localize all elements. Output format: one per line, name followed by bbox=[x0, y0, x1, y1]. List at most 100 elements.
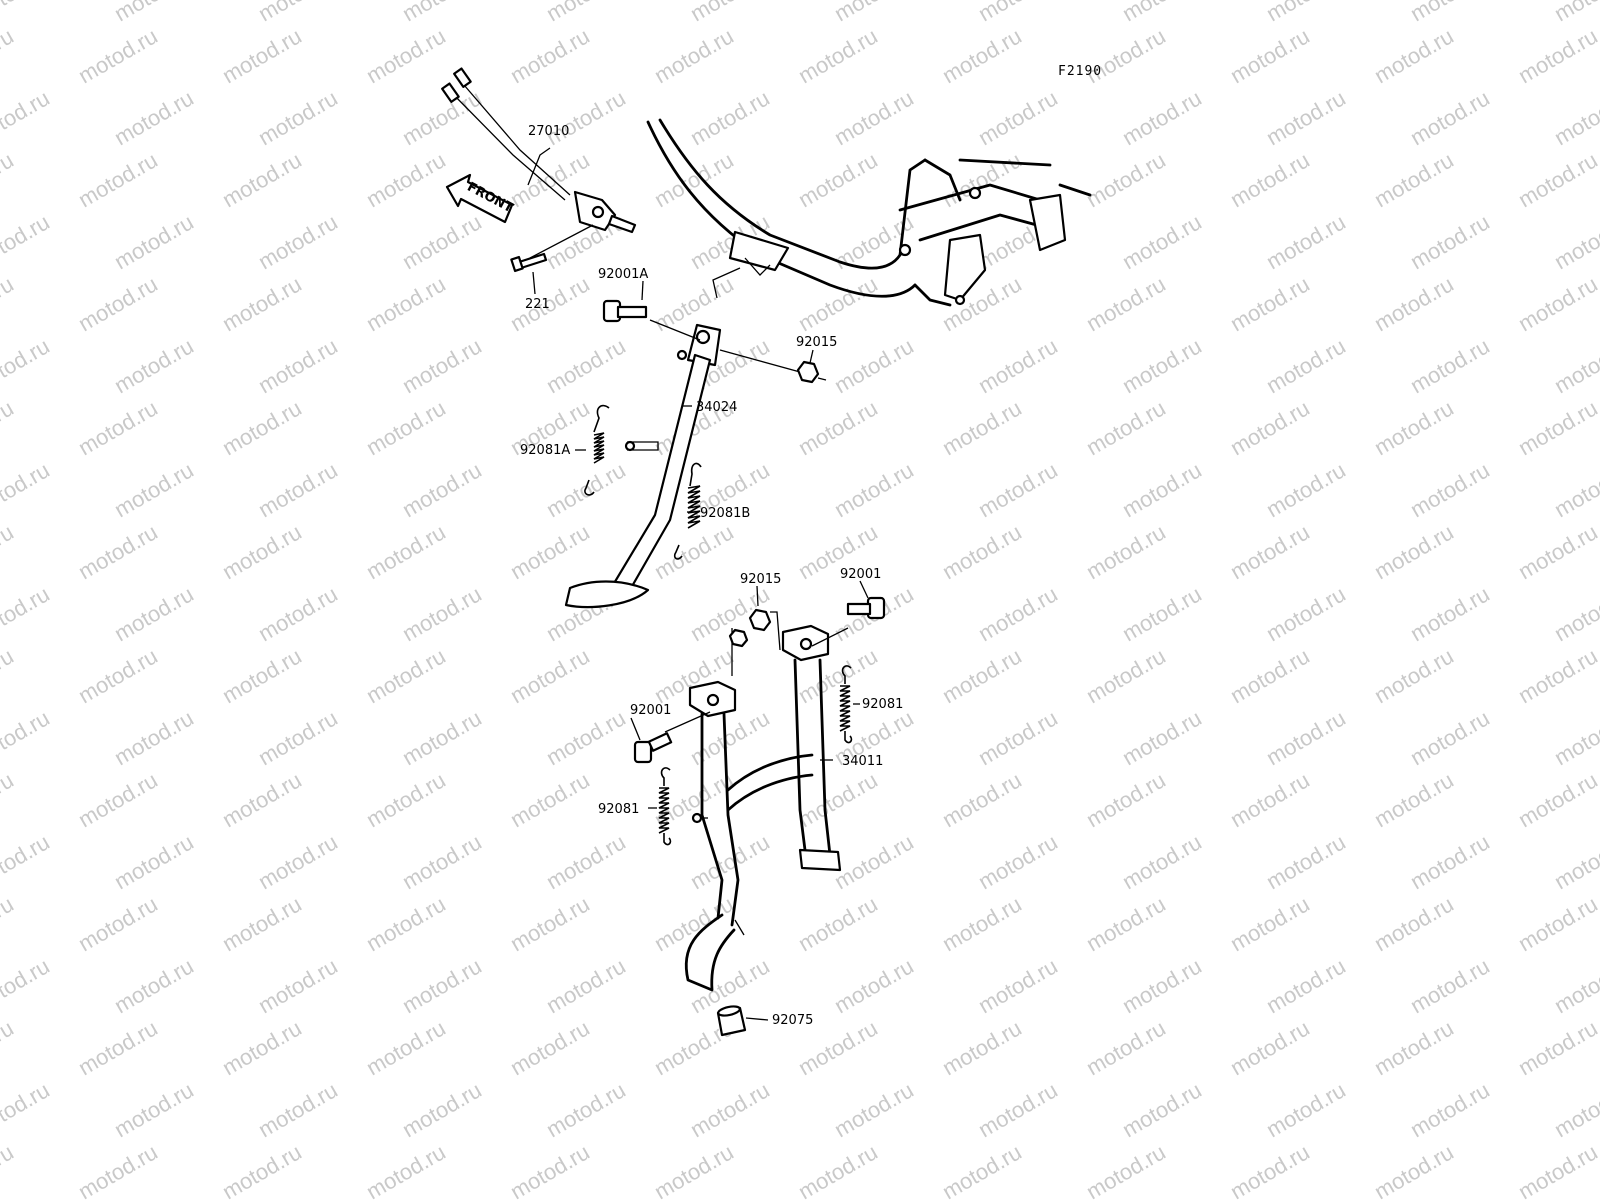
watermark-text: motod.ru bbox=[686, 829, 774, 894]
watermark-text: motod.ru bbox=[974, 1077, 1062, 1142]
label-92001-left: 92001 bbox=[630, 703, 671, 718]
watermark-text: motod.ru bbox=[0, 705, 54, 770]
watermark-text: motod.ru bbox=[218, 891, 306, 956]
watermark-text: motod.ru bbox=[1118, 0, 1206, 26]
watermark-text: motod.ru bbox=[1082, 519, 1170, 584]
watermark-text: motod.ru bbox=[974, 705, 1062, 770]
watermark-text: motod.ru bbox=[794, 395, 882, 460]
watermark-text: motod.ru bbox=[1550, 0, 1600, 26]
watermark-text: motod.ru bbox=[0, 23, 18, 88]
watermark-text: motod.ru bbox=[542, 705, 630, 770]
watermark-text: motod.ru bbox=[1514, 395, 1600, 460]
watermark-text: motod.ru bbox=[1262, 85, 1350, 150]
label-92075: 92075 bbox=[772, 1013, 813, 1028]
watermark-text: motod.ru bbox=[110, 333, 198, 398]
watermark-text: motod.ru bbox=[110, 1077, 198, 1142]
watermark-text: motod.ru bbox=[1550, 457, 1600, 522]
watermark-text: motod.ru bbox=[254, 457, 342, 522]
watermark-text: motod.ru bbox=[794, 1139, 882, 1200]
watermark-text: motod.ru bbox=[110, 85, 198, 150]
watermark-text: motod.ru bbox=[254, 209, 342, 274]
watermark-text: motod.ru bbox=[398, 829, 486, 894]
watermark-text: motod.ru bbox=[0, 147, 18, 212]
watermark-text: motod.ru bbox=[218, 519, 306, 584]
watermark-text: motod.ru bbox=[1514, 519, 1600, 584]
watermark-text: motod.ru bbox=[938, 23, 1026, 88]
watermark-text: motod.ru bbox=[938, 395, 1026, 460]
watermark-text: motod.ru bbox=[974, 953, 1062, 1018]
watermark-text: motod.ru bbox=[218, 767, 306, 832]
watermark-text: motod.ru bbox=[974, 829, 1062, 894]
watermark-text: motod.ru bbox=[254, 85, 342, 150]
watermark-text: motod.ru bbox=[542, 0, 630, 26]
watermark-text: motod.ru bbox=[398, 333, 486, 398]
label-92081-right: 92081 bbox=[862, 697, 903, 712]
watermark-text: motod.ru bbox=[686, 705, 774, 770]
watermark-text: motod.ru bbox=[542, 1077, 630, 1142]
watermark-text: motod.ru bbox=[686, 85, 774, 150]
watermark-text: motod.ru bbox=[506, 1139, 594, 1200]
watermark-text: motod.ru bbox=[1370, 147, 1458, 212]
watermark-text: motod.ru bbox=[1082, 147, 1170, 212]
nut-92015-side bbox=[719, 349, 827, 384]
watermark-text: motod.ru bbox=[1406, 85, 1494, 150]
watermark-text: motod.ru bbox=[74, 767, 162, 832]
watermark-text: motod.ru bbox=[0, 395, 18, 460]
motorcycle-frame bbox=[646, 118, 1092, 307]
watermark-text: motod.ru bbox=[0, 829, 54, 894]
watermark-text: motod.ru bbox=[974, 85, 1062, 150]
watermark-text: motod.ru bbox=[506, 23, 594, 88]
watermark-text: motod.ru bbox=[974, 333, 1062, 398]
watermark-text: motod.ru bbox=[542, 953, 630, 1018]
watermark-text: motod.ru bbox=[110, 953, 198, 1018]
watermark-text: motod.ru bbox=[506, 519, 594, 584]
watermark-text: motod.ru bbox=[542, 829, 630, 894]
watermark-text: motod.ru bbox=[830, 457, 918, 522]
watermark-text: motod.ru bbox=[1082, 643, 1170, 708]
watermark-text: motod.ru bbox=[74, 395, 162, 460]
watermark-text: motod.ru bbox=[254, 829, 342, 894]
watermark-text: motod.ru bbox=[0, 85, 54, 150]
watermark-text: motod.ru bbox=[1406, 333, 1494, 398]
watermark-text: motod.ru bbox=[938, 643, 1026, 708]
watermark-text: motod.ru bbox=[74, 891, 162, 956]
front-arrow-icon: FRONT bbox=[445, 173, 516, 224]
rubber-92075 bbox=[716, 1005, 747, 1037]
watermark-text: motod.ru bbox=[1370, 519, 1458, 584]
watermark-text: motod.ru bbox=[0, 767, 18, 832]
watermark-text: motod.ru bbox=[74, 1139, 162, 1200]
watermark-text: motod.ru bbox=[218, 643, 306, 708]
watermark-text: motod.ru bbox=[1118, 209, 1206, 274]
watermark-text: motod.ru bbox=[938, 519, 1026, 584]
watermark-text: motod.ru bbox=[74, 1015, 162, 1080]
watermark-text: motod.ru bbox=[74, 271, 162, 336]
label-92081-left: 92081 bbox=[598, 802, 639, 817]
watermark-text: motod.ru bbox=[1370, 271, 1458, 336]
watermark-text: motod.ru bbox=[110, 829, 198, 894]
nut-92015-center bbox=[728, 608, 772, 648]
watermark-text: motod.ru bbox=[938, 1139, 1026, 1200]
watermark-text: motod.ru bbox=[1406, 953, 1494, 1018]
watermark-text: motod.ru bbox=[218, 147, 306, 212]
watermark-text: motod.ru bbox=[1262, 829, 1350, 894]
watermark-text: motod.ru bbox=[506, 1015, 594, 1080]
label-92015-side: 92015 bbox=[796, 335, 837, 350]
watermark-text: motod.ru bbox=[398, 1077, 486, 1142]
watermark-text: motod.ru bbox=[1262, 0, 1350, 26]
watermark-text: motod.ru bbox=[1550, 953, 1600, 1018]
watermark-text: motod.ru bbox=[506, 767, 594, 832]
watermark-text: motod.ru bbox=[974, 581, 1062, 646]
watermark-text: motod.ru bbox=[1226, 1015, 1314, 1080]
watermark-text: motod.ru bbox=[1262, 705, 1350, 770]
watermark-text: motod.ru bbox=[0, 891, 18, 956]
pivot-bolt-92001a bbox=[602, 299, 701, 341]
label-34024: 34024 bbox=[696, 400, 737, 415]
watermark-text: motod.ru bbox=[0, 519, 18, 584]
side-stand-switch bbox=[441, 67, 637, 259]
watermark-text: motod.ru bbox=[830, 0, 918, 26]
watermark-text: motod.ru bbox=[254, 333, 342, 398]
watermark-text: motod.ru bbox=[1406, 829, 1494, 894]
watermark-text: motod.ru bbox=[1514, 271, 1600, 336]
watermark-text: motod.ru bbox=[218, 1139, 306, 1200]
